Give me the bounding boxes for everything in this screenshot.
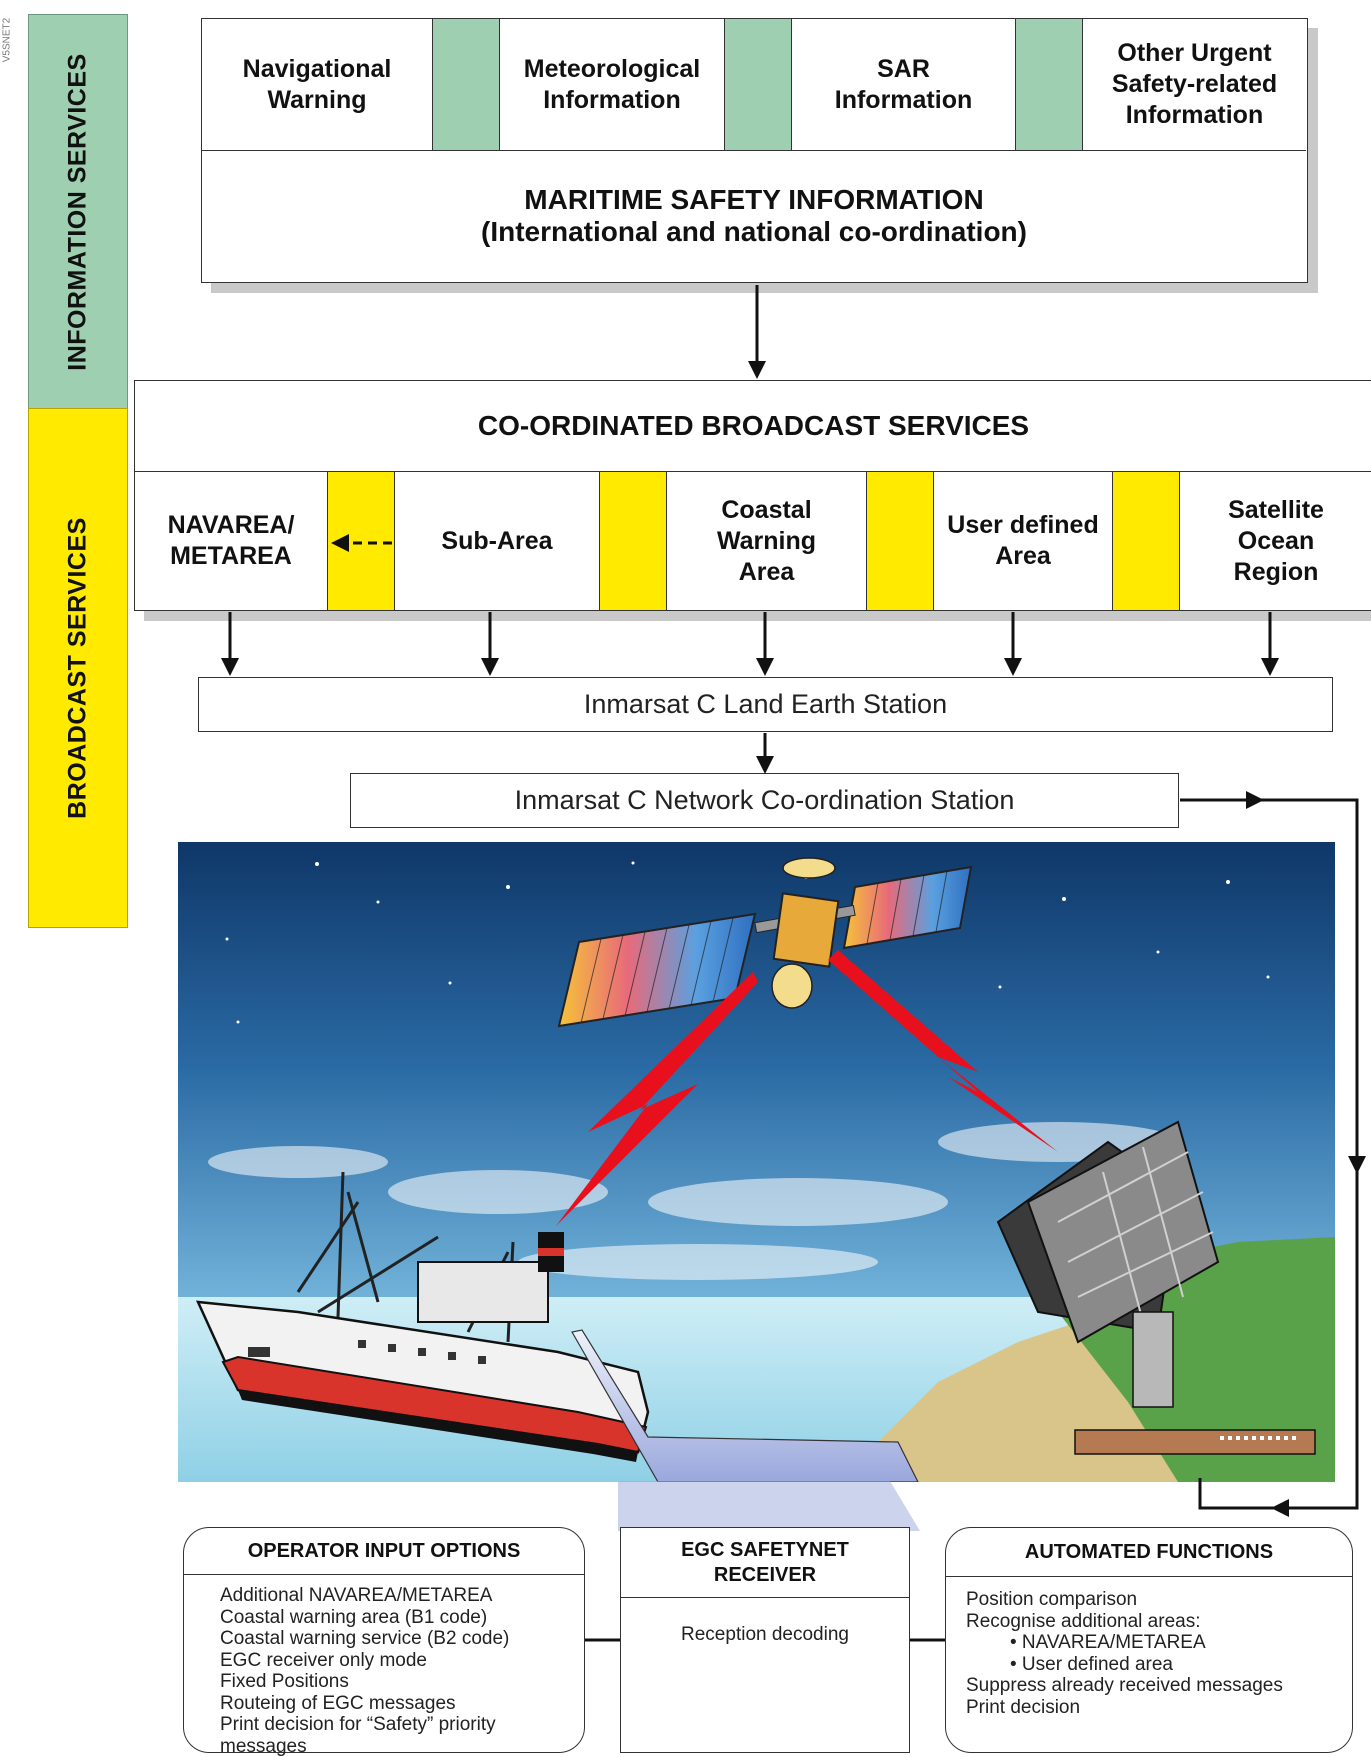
satellite-scene [178,842,1335,1482]
ncs-loop-line [1255,798,1359,1150]
list-item: Additional NAVAREA/METAREA [220,1585,493,1606]
egc-receiver-panel: EGC SAFETYNET RECEIVER Reception decodin… [620,1527,910,1753]
area-satellite-ocean-region: Satellite Ocean Region [1228,495,1324,586]
area-divider [599,472,667,610]
list-item: • NAVAREA/METAREA [1010,1632,1206,1653]
area-divider [866,472,934,610]
list-item: Suppress already received messages [966,1675,1283,1696]
info-divider [432,19,500,150]
clouds [208,1122,1178,1280]
info-divider [724,19,792,150]
operator-input-list: Additional NAVAREA/METAREA Coastal warni… [184,1575,584,1757]
loop-return-line [1285,1165,1359,1510]
ship-icon [195,1171,650,1462]
info-source-sar: SAR Information [834,54,973,114]
info-source-navigational-warning: Navigational Warning [242,54,392,114]
list-item: Fixed Positions [220,1671,349,1692]
msi-subtitle: (International and national co-ordinatio… [481,216,1027,247]
egc-receiver-title: EGC SAFETYNET RECEIVER [621,1528,909,1598]
information-services-band: INFORMATION SERVICES [28,14,128,409]
list-item: Coastal warning service (B2 code) [220,1628,510,1649]
receiver-callout-beam-lower [618,1481,920,1531]
info-divider [1015,19,1083,150]
area-user-defined: User defined Area [947,511,1099,570]
receiver-callout-beam [571,1329,919,1482]
broadcast-title: CO-ORDINATED BROADCAST SERVICES [477,410,1030,441]
msi-title: MARITIME SAFETY INFORMATION [524,184,984,215]
msi-title-area: MARITIME SAFETY INFORMATION (Internation… [202,151,1306,281]
list-item: EGC receiver only mode [220,1649,427,1671]
info-source-row: Navigational Warning Meteorological Info… [202,19,1306,151]
broadcast-services-band: BROADCAST SERVICES [28,408,128,928]
info-source-meteorological: Meteorological Information [523,54,701,114]
list-item: Recognise additional areas: [966,1610,1201,1632]
satellite-icon [557,857,973,1028]
area-divider [1112,472,1180,610]
operator-input-panel: OPERATOR INPUT OPTIONS Additional NAVARE… [183,1527,585,1757]
broadcast-title-row: CO-ORDINATED BROADCAST SERVICES [135,381,1371,472]
list-item: Routeing of EGC messages [220,1692,456,1714]
broadcast-block: CO-ORDINATED BROADCAST SERVICES NAVAREA/… [134,380,1371,611]
list-item: Coastal warning area (B1 code) [220,1606,488,1628]
info-source-other-urgent: Other Urgent Safety-related Information [1111,39,1278,129]
automated-functions-panel: AUTOMATED FUNCTIONS Position comparison … [945,1527,1353,1753]
land-earth-station: Inmarsat C Land Earth Station [198,677,1333,732]
downlink-lightning-ship [556,972,758,1226]
egc-receiver-body: Reception decoding [681,1624,849,1645]
broadcast-area-row: NAVAREA/ METAREA Sub-Area Coastal Warnin… [135,472,1371,610]
earth-station-icon [996,1120,1316,1455]
list-item: Print decision [966,1696,1081,1718]
network-coordination-station: Inmarsat C Network Co-ordination Station [350,773,1179,828]
automated-functions-title: AUTOMATED FUNCTIONS [946,1528,1352,1577]
uplink-lightning-station [828,950,1058,1152]
operator-input-title: OPERATOR INPUT OPTIONS [184,1528,584,1575]
area-navarea-metarea: NAVAREA/ METAREA [167,511,295,570]
station-feed-line [1198,1478,1285,1510]
msi-block: Navigational Warning Meteorological Info… [201,18,1308,283]
list-item: Position comparison [966,1589,1138,1610]
list-item: • User defined area [1010,1653,1173,1675]
automated-functions-list: Position comparison Recognise additional… [946,1577,1352,1718]
list-item: Print decision for “Safety” priority mes… [220,1714,496,1757]
area-sub-area: Sub-Area [441,526,553,555]
area-coastal-warning: Coastal Warning Area [716,495,817,586]
